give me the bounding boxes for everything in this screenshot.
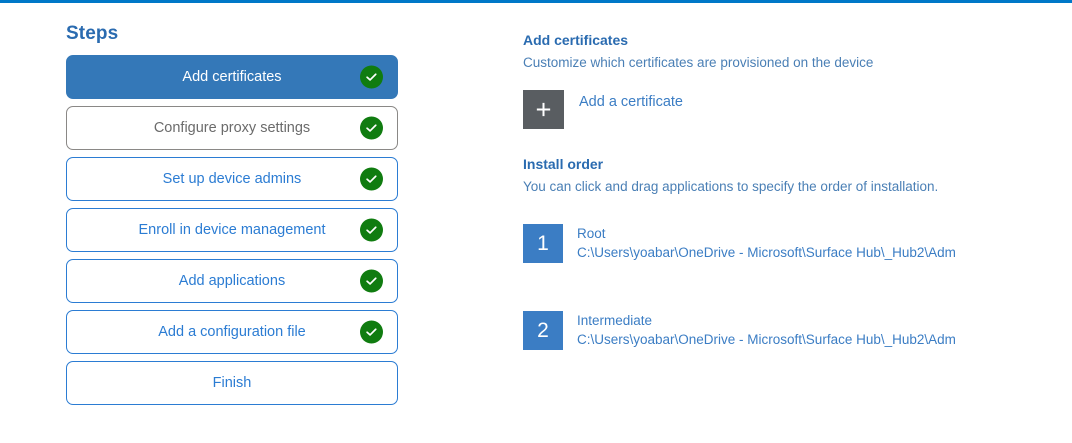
install-order-list: 1 Root C:\Users\yoabar\OneDrive - Micros… xyxy=(523,224,1072,350)
install-order-title: Install order xyxy=(523,156,604,172)
install-order-section: Install order You can click and drag app… xyxy=(523,155,1072,350)
install-order-item[interactable]: 2 Intermediate C:\Users\yoabar\OneDrive … xyxy=(523,311,1072,350)
install-order-item-text: Root C:\Users\yoabar\OneDrive - Microsof… xyxy=(577,224,1072,262)
top-accent-bar xyxy=(0,0,1072,3)
check-circle-icon xyxy=(360,269,383,293)
step-label: Add certificates xyxy=(182,69,282,85)
step-button-configure-proxy-settings[interactable]: Configure proxy settings xyxy=(66,106,398,150)
check-circle-icon xyxy=(360,65,383,89)
step-label: Set up device admins xyxy=(162,171,302,187)
step-button-finish[interactable]: Finish xyxy=(66,361,398,405)
step-button-set-up-device-admins[interactable]: Set up device admins xyxy=(66,157,398,201)
step-label: Add a configuration file xyxy=(158,324,306,340)
step-button-add-applications[interactable]: Add applications xyxy=(66,259,398,303)
install-order-item-name: Root xyxy=(577,226,606,241)
install-order-rank-badge: 2 xyxy=(523,311,563,350)
add-certificate-label: Add a certificate xyxy=(579,94,683,110)
install-order-item-path: C:\Users\yoabar\OneDrive - Microsoft\Sur… xyxy=(577,332,956,347)
step-label: Add applications xyxy=(178,273,286,289)
steps-heading: Steps xyxy=(66,23,119,44)
step-label: Enroll in device management xyxy=(138,222,326,238)
install-order-item-path: C:\Users\yoabar\OneDrive - Microsoft\Sur… xyxy=(577,245,956,260)
install-order-subtitle: You can click and drag applications to s… xyxy=(523,179,939,194)
install-order-rank-badge: 1 xyxy=(523,224,563,263)
check-circle-icon xyxy=(360,167,383,191)
add-certificate-button[interactable]: Add a certificate xyxy=(523,90,723,129)
step-button-enroll-in-device-management[interactable]: Enroll in device management xyxy=(66,208,398,252)
add-certificates-subtitle: Customize which certificates are provisi… xyxy=(523,55,874,70)
check-circle-icon xyxy=(360,116,383,140)
step-label: Finish xyxy=(212,375,252,391)
check-circle-icon xyxy=(360,320,383,344)
detail-panel: Add certificates Customize which certifi… xyxy=(523,31,1072,398)
install-order-item-name: Intermediate xyxy=(577,313,653,328)
install-order-item[interactable]: 1 Root C:\Users\yoabar\OneDrive - Micros… xyxy=(523,224,1072,263)
step-label: Configure proxy settings xyxy=(153,120,311,136)
plus-icon xyxy=(523,90,564,129)
steps-panel: Steps Add certificates Configure proxy s… xyxy=(66,22,398,412)
install-order-item-text: Intermediate C:\Users\yoabar\OneDrive - … xyxy=(577,311,1072,349)
check-circle-icon xyxy=(360,218,383,242)
add-certificates-title: Add certificates xyxy=(523,32,629,48)
step-button-add-certificates[interactable]: Add certificates xyxy=(66,55,398,99)
step-button-add-a-configuration-file[interactable]: Add a configuration file xyxy=(66,310,398,354)
